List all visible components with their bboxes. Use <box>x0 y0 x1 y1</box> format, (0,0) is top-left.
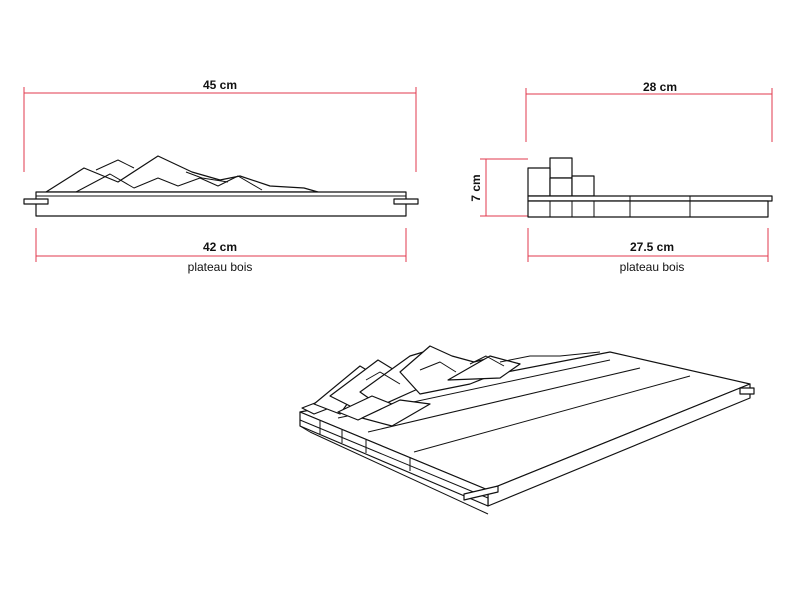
front-top-dimension: 45 cm <box>23 78 417 172</box>
side-view: 28 cm 7 cm <box>469 80 773 274</box>
side-height-dimension: 7 cm <box>469 158 528 217</box>
side-board <box>527 195 773 218</box>
side-bottom-dimension-label: 27.5 cm <box>630 240 674 254</box>
side-blocks <box>527 157 595 197</box>
perspective-mountains <box>301 345 601 427</box>
side-height-dimension-label: 7 cm <box>469 174 483 201</box>
front-caption: plateau bois <box>188 260 253 274</box>
front-board <box>23 191 419 217</box>
side-top-dimension: 28 cm <box>525 80 773 142</box>
front-view: 45 cm 42 cm plateau bois <box>23 78 419 274</box>
front-mountains <box>45 155 319 193</box>
front-top-dimension-label: 45 cm <box>203 78 237 92</box>
perspective-board <box>299 351 755 515</box>
side-bottom-dimension: 27.5 cm plateau bois <box>527 228 769 274</box>
front-bottom-dimension: 42 cm plateau bois <box>35 228 407 274</box>
perspective-view <box>299 345 755 515</box>
side-caption: plateau bois <box>620 260 685 274</box>
side-top-dimension-label: 28 cm <box>643 80 677 94</box>
front-bottom-dimension-label: 42 cm <box>203 240 237 254</box>
